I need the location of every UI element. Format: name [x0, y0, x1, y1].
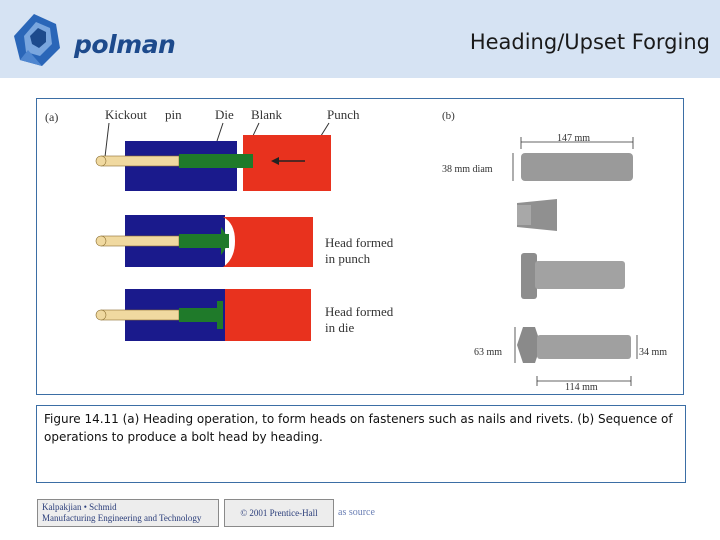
figure-caption: Figure 14.11 (a) Heading operation, to f… [36, 405, 686, 483]
dim-diameter-38: 38 mm diam [442, 164, 493, 175]
polman-logo [14, 14, 60, 66]
punch [225, 289, 311, 341]
label-kickout: Kickout [105, 107, 147, 122]
bolt-hex-head [517, 327, 541, 363]
panel-a-label: (a) [45, 110, 58, 124]
credit-book: Manufacturing Engineering and Technology [42, 513, 202, 523]
step3-text-line1: Head formed [325, 304, 394, 319]
punch [223, 217, 313, 267]
pin-end [95, 235, 107, 247]
kickout-pin [100, 155, 180, 167]
polman-logo-icon [14, 14, 60, 66]
step2-text-line2: in punch [325, 251, 371, 266]
bolt-final-shank [537, 335, 631, 359]
heading-figure: (a) Kickout pin Die Blank Punch [45, 107, 667, 393]
bolt-stage-3-head [521, 253, 537, 299]
blank [179, 308, 223, 322]
label-blank: Blank [251, 107, 283, 122]
kickout-pin [100, 235, 180, 247]
footer-copyright: © 2001 Prentice-Hall [224, 499, 334, 527]
pin-end [95, 309, 107, 321]
bolt-dimensions [514, 327, 638, 386]
kickout-pin [100, 309, 180, 321]
bolt-stage-3-shank [535, 261, 625, 289]
label-die: Die [215, 107, 234, 122]
footer-source: as source [338, 507, 375, 518]
step1-assembly [95, 135, 331, 191]
blank-end [243, 154, 253, 168]
bolt-stage-2-shank [517, 205, 531, 225]
label-pin: pin [165, 107, 182, 122]
footer-credit: Kalpakjian • Schmid Manufacturing Engine… [37, 499, 219, 527]
punch [243, 135, 331, 191]
dim-length-114: 114 mm [565, 382, 598, 393]
length-dimension [520, 137, 634, 149]
step3-assembly [95, 289, 311, 341]
bolt-blank [521, 153, 633, 181]
label-punch: Punch [327, 107, 360, 122]
logo-text: polman [74, 30, 176, 59]
arrow-head-icon [271, 157, 279, 165]
header-band: polman Heading/Upset Forging [0, 0, 720, 78]
formed-head [217, 301, 223, 329]
step2-text-line1: Head formed [325, 235, 394, 250]
pin-end [95, 155, 107, 167]
dim-length-147: 147 mm [557, 133, 590, 144]
blank [179, 154, 249, 168]
blank [179, 234, 229, 248]
formed-head [221, 227, 227, 255]
credit-authors: Kalpakjian • Schmid [42, 502, 117, 512]
step3-text-line2: in die [325, 320, 354, 335]
dim-shank-34: 34 mm [639, 347, 667, 358]
page-title: Heading/Upset Forging [469, 30, 710, 54]
panel-b-label: (b) [442, 110, 455, 122]
dim-head-63: 63 mm [474, 347, 502, 358]
figure-panel: (a) Kickout pin Die Blank Punch [36, 98, 684, 395]
step2-assembly [95, 215, 313, 267]
